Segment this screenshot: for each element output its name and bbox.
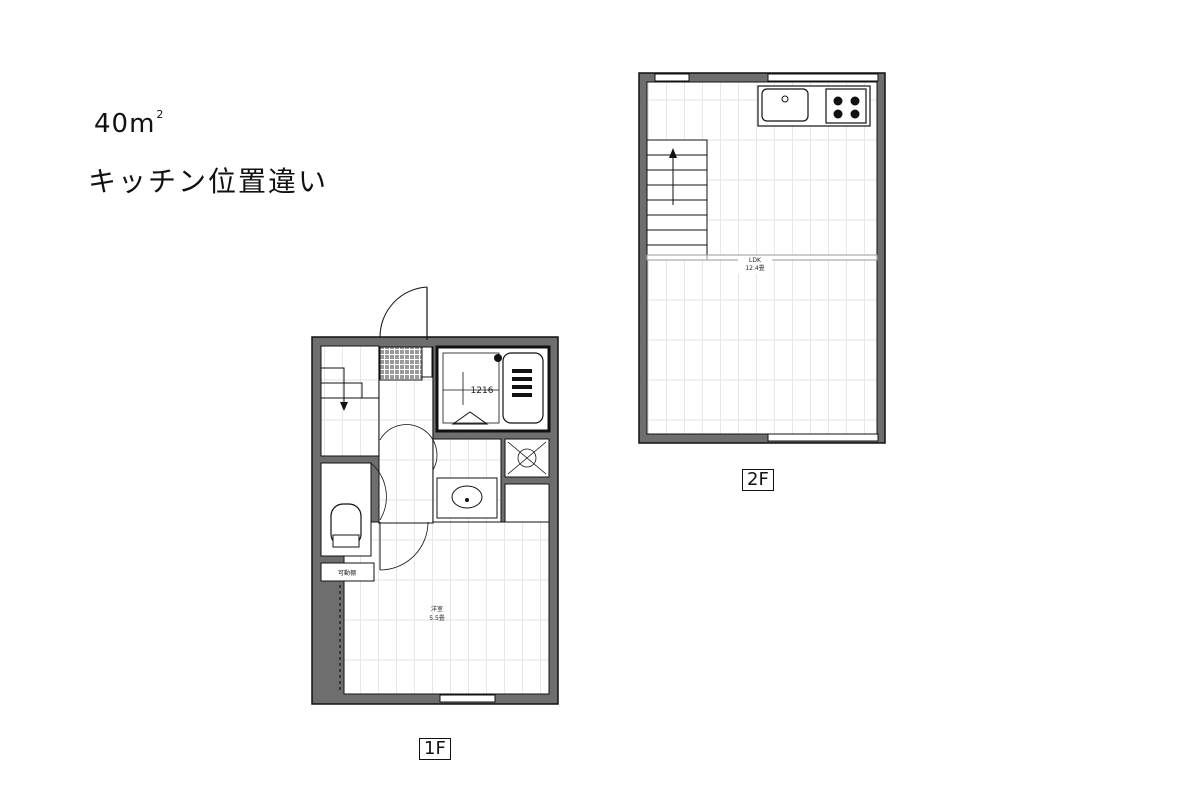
layout-note: キッチン位置違い xyxy=(88,165,329,198)
kitchen-sink-icon xyxy=(761,88,809,122)
window-2f-top-right xyxy=(767,73,879,82)
room-1f-western-floor xyxy=(343,521,550,695)
staircase-1f xyxy=(320,345,380,457)
room-door-swing xyxy=(379,521,429,571)
toilet-room xyxy=(320,462,387,557)
room-size-ldk: 12.4畳 xyxy=(745,265,764,272)
movable-shelf-label: 可動棚 xyxy=(338,569,356,577)
wash-basin-icon xyxy=(451,485,483,509)
floor-area-unit-superscript: 2 xyxy=(156,108,165,121)
floor-tag-2f: 2F xyxy=(742,469,774,491)
floor-2f-plan: LDK 12.4畳 xyxy=(638,72,886,444)
floor-area-value: 40m xyxy=(94,109,156,139)
washroom xyxy=(379,424,550,523)
room-label-western: 洋室 xyxy=(431,605,443,613)
window-1f-bottom xyxy=(439,694,496,703)
stair-up-arrow-icon xyxy=(669,148,677,158)
floor-1f-plan: 1216 可動棚 洋室 xyxy=(311,286,559,705)
storage-closet xyxy=(504,483,550,523)
bathroom-1216: 1216 xyxy=(435,345,551,433)
floor-area: 40m2 xyxy=(94,108,164,139)
shoe-cabinet xyxy=(421,346,433,378)
window-2f-top-left xyxy=(654,73,690,82)
kitchen-counter xyxy=(757,85,871,127)
bath-size-label: 1216 xyxy=(471,386,494,396)
room-size-western: 5.5畳 xyxy=(429,615,445,622)
floor-tag-1f: 1F xyxy=(419,738,451,760)
shower-head-icon xyxy=(494,354,502,362)
staircase-2f xyxy=(646,139,708,256)
entrance-door xyxy=(379,286,428,340)
gas-stove-icon xyxy=(825,88,867,124)
window-2f-bottom xyxy=(767,433,879,442)
entrance-genkan-tile xyxy=(379,346,423,381)
movable-shelf xyxy=(320,562,375,582)
room-label-ldk: LDK xyxy=(749,257,762,264)
stair-down-arrow-icon xyxy=(340,402,348,411)
